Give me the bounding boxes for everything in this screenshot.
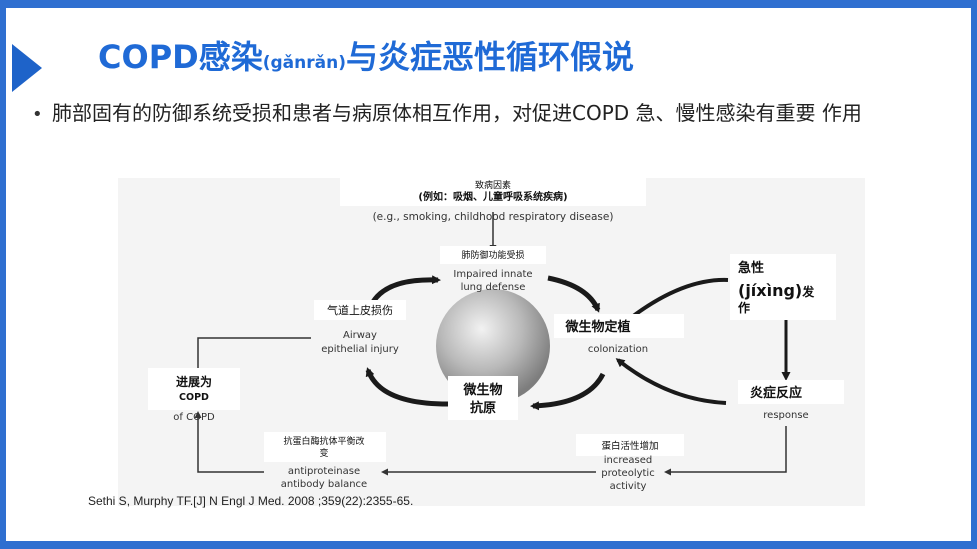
proteolytic-label-box	[576, 434, 684, 456]
frame-top-bar	[0, 0, 977, 8]
cycle-diagram: 致病因素 (例如：吸烟、儿童呼吸系统疾病) (e.g., smoking, ch…	[118, 178, 865, 506]
defense-label-box	[440, 246, 546, 264]
arrow-airway-to-copd	[197, 337, 311, 368]
central-sphere	[436, 289, 550, 403]
antiprotease-cn-line1: 抗蛋白酶抗体平衡改	[283, 435, 364, 447]
bullet-dot-icon: •	[32, 104, 43, 125]
cause-cn-line2: (例如：吸烟、儿童呼吸系统疾病)	[418, 190, 567, 203]
acute-cn-line1: 急性	[738, 260, 764, 276]
antigen-cn-line1: 微生物	[462, 382, 502, 398]
acute-cn-line2-group: (jíxìng)发	[738, 281, 815, 300]
colonization-cn: 微生物定植	[564, 319, 630, 335]
arrow-antigen-to-airway	[365, 367, 449, 407]
arrow-acute-to-colonization	[615, 358, 727, 405]
frame-right-bar	[971, 0, 977, 549]
antigen-label-box	[448, 376, 518, 420]
defense-cn: 肺防御功能受损	[461, 249, 524, 261]
copd-cn-line2: COPD	[179, 392, 209, 403]
acute-cn-line2b: 发	[801, 284, 815, 299]
airway-cn: 气道上皮损伤	[327, 303, 393, 317]
copd-en: of COPD	[173, 412, 215, 423]
arrow-antiprotease-to-copd	[194, 411, 264, 473]
antiprotease-cn-line2: 变	[319, 447, 328, 459]
cause-cn-line1: 致病因素	[475, 179, 511, 191]
proteolytic-en-line1: increased	[604, 455, 653, 466]
frame-bottom-bar	[0, 541, 977, 549]
airway-en-line1: Airway	[343, 330, 377, 341]
cause-label-box	[340, 178, 646, 206]
defense-en-line2: lung defense	[461, 282, 526, 293]
arrow-defense-to-colonization	[547, 275, 601, 313]
proteolytic-en-line2: proteolytic	[601, 468, 654, 479]
proteolytic-cn: 蛋白活性增加	[601, 440, 658, 452]
title-rest: 与炎症恶性循环假说	[345, 38, 634, 76]
antiprotease-label-box	[264, 432, 386, 462]
title-arrow-icon	[12, 44, 42, 92]
inflammatory-label-box	[738, 380, 844, 404]
copd-cn-line1: 进展为	[176, 374, 212, 389]
airway-label-box	[314, 300, 406, 320]
colonization-en: colonization	[588, 344, 648, 355]
proteolytic-en-line3: activity	[610, 481, 647, 492]
cause-en: (e.g., smoking, childhood respiratory di…	[373, 211, 614, 223]
colonization-label-box	[554, 314, 684, 338]
copd-label-box	[148, 368, 240, 410]
citation-text: Sethi S, Murphy TF.[J] N Engl J Med. 200…	[88, 494, 414, 508]
defense-en-line1: Impaired innate	[453, 269, 532, 280]
acute-cn-line2: (jíxìng)	[738, 281, 802, 300]
cycle-diagram-svg: 致病因素 (例如：吸烟、儿童呼吸系统疾病) (e.g., smoking, ch…	[148, 178, 844, 492]
arrow-inflammatory-to-proteolytic	[664, 426, 787, 476]
arrow-colonization-to-antigen	[530, 372, 606, 411]
inflammatory-en: response	[763, 410, 808, 421]
title-pinyin: (gǎnrǎn)	[262, 53, 346, 73]
antigen-cn-line2: 抗原	[470, 400, 496, 416]
antiprotease-en-line1: antiproteinase	[288, 466, 360, 477]
acute-label-box	[730, 254, 836, 320]
frame-left-bar	[0, 0, 6, 549]
arrow-airway-to-defense	[370, 275, 441, 304]
antiprotease-en-line2: antibody balance	[281, 479, 367, 490]
inflammatory-cn: 炎症反应	[750, 385, 802, 401]
airway-en-line2: epithelial injury	[321, 344, 399, 355]
bullet-text: 肺部固有的防御系统受损和患者与病原体相互作用，对促进COPD 急、慢性感染有重要…	[52, 101, 862, 125]
slide-title: COPD感染(gǎnrǎn)与炎症恶性循环假说	[98, 32, 634, 82]
title-main: COPD感染	[98, 38, 263, 76]
acute-cn-line3: 作	[738, 300, 750, 315]
